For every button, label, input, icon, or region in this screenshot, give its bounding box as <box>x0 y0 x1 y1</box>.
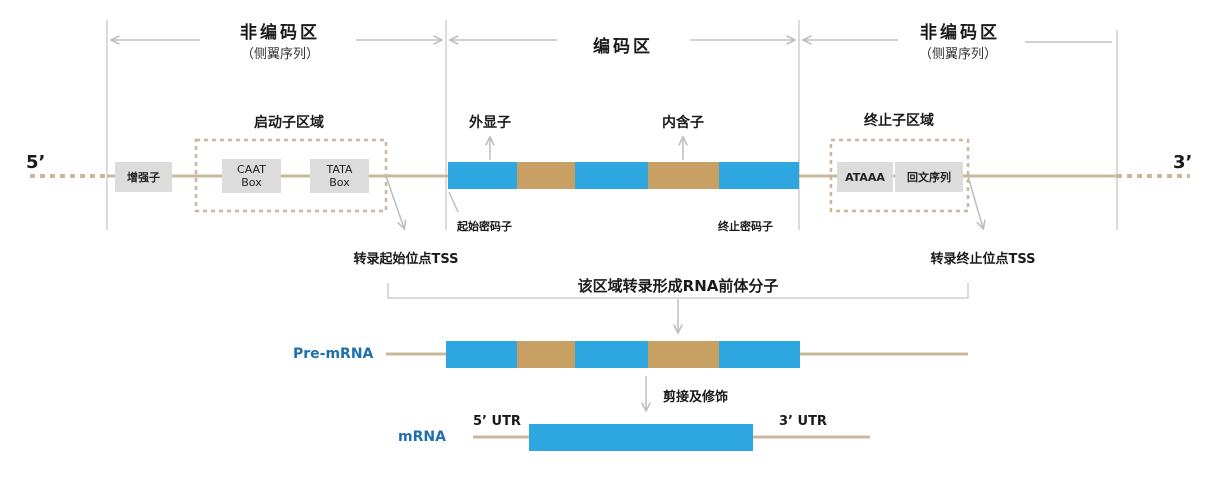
tss-start-pointer <box>385 175 404 228</box>
promoter-region-frame <box>194 138 388 213</box>
pre-mrna-exon-2 <box>575 341 648 368</box>
right-noncoding-subtitle: （侧翼序列） <box>918 47 998 62</box>
start-codon-pointer <box>448 191 459 213</box>
exon-label: 外显子 <box>469 115 511 131</box>
exon-2 <box>575 162 648 189</box>
terminator-region-title: 终止子区域 <box>864 113 934 129</box>
tata-box: TATA Box <box>310 159 369 193</box>
pre-mrna-intron-1 <box>517 341 575 368</box>
exon-3 <box>719 162 799 189</box>
tss-end-label: 转录终止位点TSS <box>930 252 1036 267</box>
left-noncoding-subtitle: （侧翼序列） <box>240 47 320 62</box>
caat-box: CAAT Box <box>222 159 281 193</box>
tss-start-label: 转录起始位点TSS <box>353 252 459 267</box>
right-noncoding-title: 非编码区 <box>920 23 1000 43</box>
enhancer-box: 增强子 <box>115 162 172 192</box>
five-prime-end-label: 5’ <box>26 152 46 173</box>
intron-1 <box>517 162 575 189</box>
coding-title: 编码区 <box>593 37 653 57</box>
transcribed-region-label: 该区域转录形成RNA前体分子 <box>577 277 779 295</box>
left-noncoding-title: 非编码区 <box>240 23 320 43</box>
utr5-label: 5’ UTR <box>473 414 521 429</box>
pre-mrna-exon-1 <box>446 341 517 368</box>
tss-end-pointer <box>967 175 983 228</box>
mrna-exon-2 <box>599 424 753 451</box>
intron-2 <box>648 162 719 189</box>
utr3-label: 3’ UTR <box>779 414 827 429</box>
pre-mrna-intron-2 <box>648 341 719 368</box>
three-prime-end-label: 3’ <box>1173 152 1193 173</box>
palindrome-box: 回文序列 <box>895 162 963 192</box>
transcribed-region-bracket <box>387 283 969 299</box>
pre-mrna-exon-3 <box>719 341 800 368</box>
promoter-region-title: 启动子区域 <box>254 115 324 131</box>
mrna-label: mRNA <box>398 429 446 445</box>
stop-codon-label: 终止密码子 <box>718 220 773 233</box>
ataaa-box: ATAAA <box>837 162 893 192</box>
mrna-exon-1 <box>529 424 601 451</box>
processing-label: 剪接及修饰 <box>663 390 729 405</box>
start-codon-label: 起始密码子 <box>457 220 512 233</box>
pre-mrna-label: Pre-mRNA <box>293 346 374 362</box>
exon-1 <box>448 162 517 189</box>
intron-label: 内含子 <box>662 115 704 131</box>
